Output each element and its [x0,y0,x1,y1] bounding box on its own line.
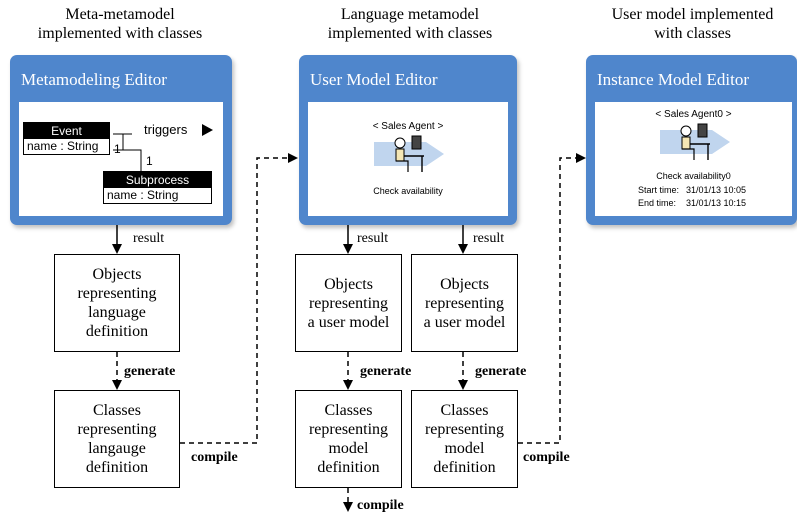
instance-model-editor: Instance Model Editor < Sales Agent0 > C… [586,55,797,225]
editor-title: User Model Editor [310,70,438,89]
text-line: representing [77,285,157,302]
text-line: language [88,304,146,321]
compile-label: compile [191,450,238,465]
editor-canvas: < Sales Agent > Check availability [308,102,508,216]
agent-label: < Sales Agent > [372,121,444,132]
text-line: Meta-metamodel [65,6,175,23]
text-line: with classes [654,25,731,42]
text-lines: User model implemented with classes [590,5,795,43]
sales-agent-icon[interactable] [660,122,734,162]
uml-class-name: Subprocess [104,172,211,188]
text-line: implemented with classes [327,25,493,42]
editor-canvas: Event name : String Subprocess name : St… [19,102,223,216]
text-lines: Classes representing model definition [425,401,504,477]
generate-label: generate [475,364,527,379]
text-line: Objects [92,266,142,283]
compile-label: compile [357,498,404,513]
text-lines: Classes representing langauge definition [77,401,156,477]
result-label: result [473,231,505,246]
editor-title: Instance Model Editor [597,70,750,89]
agent-label: < Sales Agent0 > [655,109,732,120]
heading-user-model: User model implemented with classes [590,5,795,43]
end-time-label: End time: [638,198,677,208]
text-line: representing [308,294,389,312]
text-line: definition [85,323,149,340]
text-line: definition [317,459,380,476]
text-lines: Objects representing language definition [77,265,156,341]
text-line: Classes [324,402,373,419]
heading-meta-metamodel: Meta-metamodel implemented with classes [20,5,220,43]
text-lines: Classes representing model definition [309,401,388,477]
classes-box-language-definition[interactable]: Classes representing langauge definition [54,390,180,488]
uml-class-event[interactable]: Event name : String [23,122,110,155]
text-line: Language metamodel [340,6,480,23]
text-line: User model implemented [611,6,774,23]
generate-label: generate [360,364,412,379]
text-line: Classes [440,402,489,419]
sales-agent-icon[interactable] [374,134,448,174]
end-time-value: 31/01/13 10:15 [686,198,747,208]
uml-attribute: name : String [107,188,179,202]
start-time-value: 31/01/13 10:05 [686,185,747,195]
text-line: model [444,440,485,457]
result-label: result [133,231,165,246]
text-line: Objects [440,275,489,293]
result-label: result [357,231,389,246]
text-line: a user model [307,313,390,331]
start-time-label: Start time: [638,185,680,195]
uml-class-subprocess[interactable]: Subprocess name : String [103,171,212,204]
association-label: triggers [144,122,188,137]
text-line: Objects [324,275,373,293]
multiplicity-target: 1 [146,154,153,168]
text-line: definition [433,459,496,476]
multiplicity-source: 1 [114,142,121,156]
text-line: a user model [423,313,506,331]
text-line: representing [308,421,389,438]
editor-canvas: < Sales Agent0 > Check availability0 Sta… [595,102,792,216]
metamodeling-editor: Metamodeling Editor Event name : String … [10,55,232,225]
heading-language-metamodel: Language metamodel implemented with class… [305,5,515,43]
text-line: representing [424,294,505,312]
association-line [117,149,142,171]
association-direction-icon [202,124,213,136]
uml-class-name: Event [24,123,109,139]
text-lines: Language metamodel implemented with class… [305,5,515,43]
text-line: definition [85,459,149,476]
editor-title: Metamodeling Editor [21,70,167,89]
classes-box-model-definition-b[interactable]: Classes representing model definition [411,390,518,488]
task-label: Check availability [373,186,443,196]
user-model-editor: User Model Editor < Sales Agent > Check … [299,55,517,225]
text-lines: Meta-metamodel implemented with classes [20,5,220,43]
uml-attribute: name : String [27,139,99,153]
classes-box-model-definition-a[interactable]: Classes representing model definition [295,390,402,488]
objects-box-language-definition[interactable]: Objects representing language definition [54,254,180,352]
text-line: representing [424,421,505,438]
text-line: representing [77,421,157,438]
text-line: model [328,440,369,457]
generate-label: generate [124,364,176,379]
compile-arrow [180,153,298,444]
task-label: Check availability0 [656,171,731,181]
text-line: langauge [88,440,146,457]
text-line: Classes [92,402,141,419]
compile-arrow [518,153,586,444]
text-line: implemented with classes [37,25,203,42]
association-line [113,133,132,151]
compile-label: compile [523,450,570,465]
